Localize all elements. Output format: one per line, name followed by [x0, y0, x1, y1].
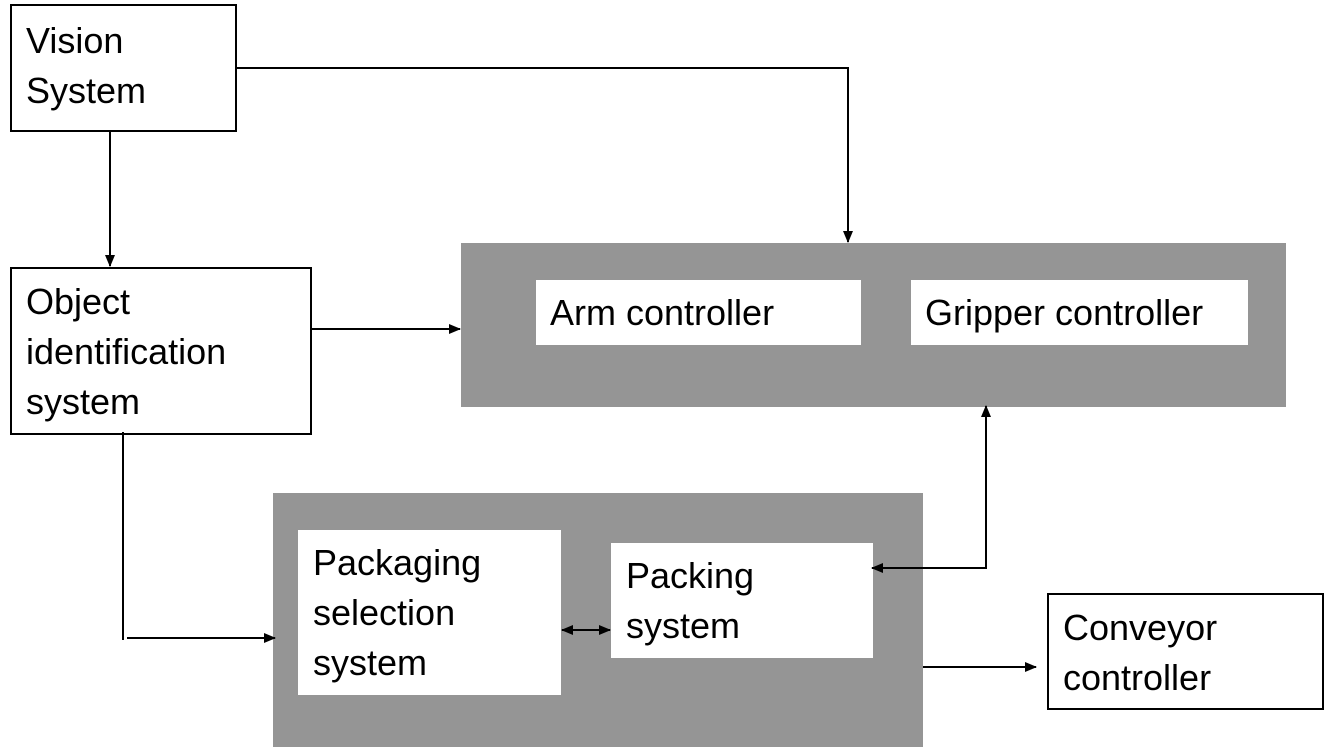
arrow-packing-gripper — [871, 405, 991, 573]
object-identification-box: Object identification system — [10, 267, 312, 435]
robot-controller-group: Arm controller Gripper controller — [461, 243, 1286, 407]
vision-system-label: Vision System — [26, 20, 147, 111]
arm-controller-label: Arm controller — [550, 292, 775, 333]
packing-system-box: Packing system — [611, 543, 873, 658]
gripper-controller-box: Gripper controller — [911, 280, 1248, 345]
conveyor-controller-box: Conveyor controller — [1047, 593, 1324, 710]
arrow-vision-to-controllers — [237, 67, 853, 243]
arm-controller-box: Arm controller — [536, 280, 861, 345]
packaging-selection-label: Packaging selection system — [313, 542, 482, 683]
object-identification-label: Object identification system — [26, 281, 227, 422]
packaging-selection-box: Packaging selection system — [298, 530, 561, 695]
gripper-controller-label: Gripper controller — [925, 292, 1204, 333]
packing-system-label: Packing system — [626, 555, 755, 646]
vision-system-box: Vision System — [10, 4, 237, 132]
conveyor-controller-label: Conveyor controller — [1063, 607, 1218, 698]
packaging-group: Packaging selection system Packing syste… — [273, 493, 923, 747]
